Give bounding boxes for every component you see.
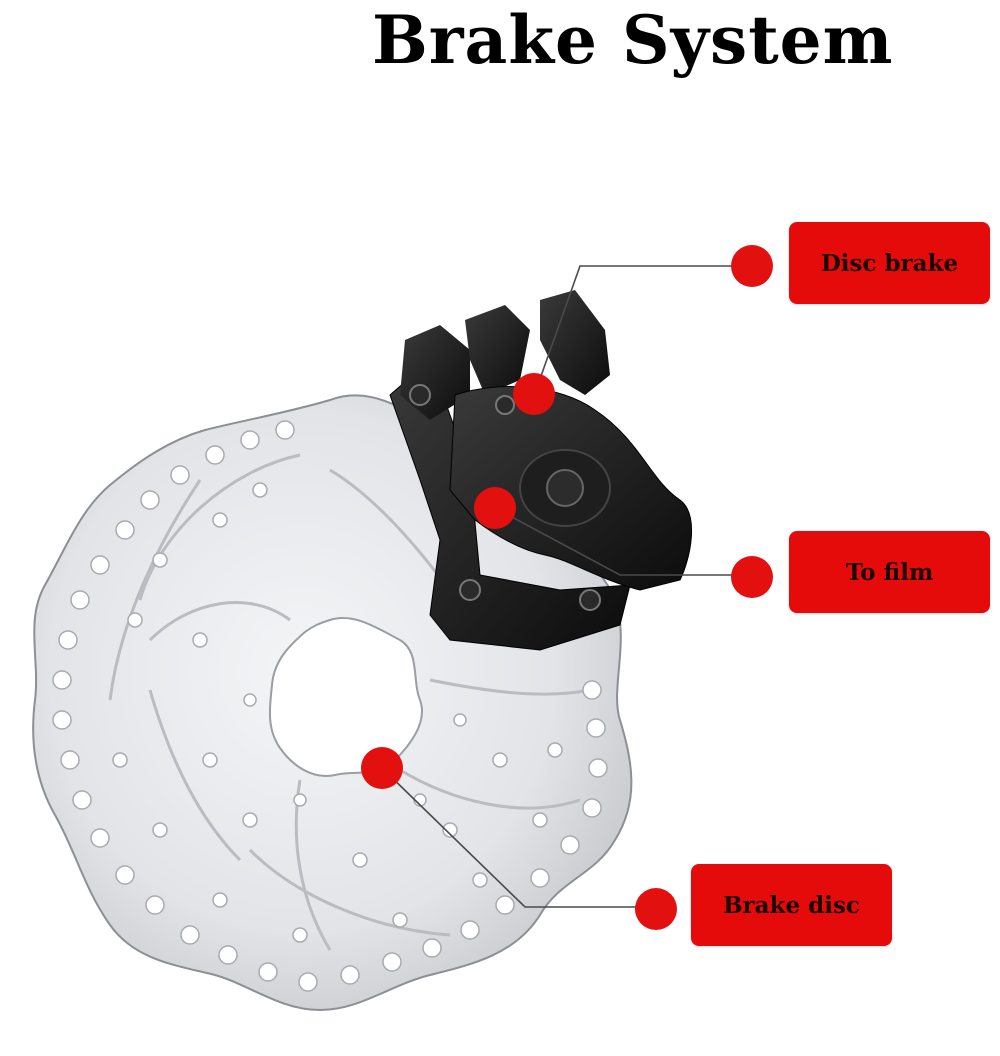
callout-label-to-film: To film: [845, 558, 934, 586]
brake-disc-rotor: [32, 394, 633, 1012]
marker-dot-disc-brake-part: [513, 373, 555, 415]
page-title: Brake System: [372, 1, 894, 79]
callout-brake-disc: Brake disc: [691, 864, 892, 946]
callout-disc-brake: Disc brake: [789, 222, 990, 304]
leader-line-disc-brake: [534, 265, 752, 394]
marker-dot-to-film-part: [474, 487, 516, 529]
marker-dot-brake-disc-part: [361, 747, 403, 789]
leader-lines: [381, 265, 752, 908]
callout-dot-brake-disc: [635, 888, 677, 930]
callout-dot-to-film: [731, 556, 773, 598]
leader-line-brake-disc: [381, 767, 656, 908]
callout-to-film: To film: [789, 531, 990, 613]
callout-label-disc-brake: Disc brake: [820, 249, 959, 277]
callout-dot-disc-brake: [731, 245, 773, 287]
leader-line-to-film: [494, 507, 752, 576]
callout-label-brake-disc: Brake disc: [723, 891, 860, 919]
disc-brake-caliper: [389, 290, 693, 651]
